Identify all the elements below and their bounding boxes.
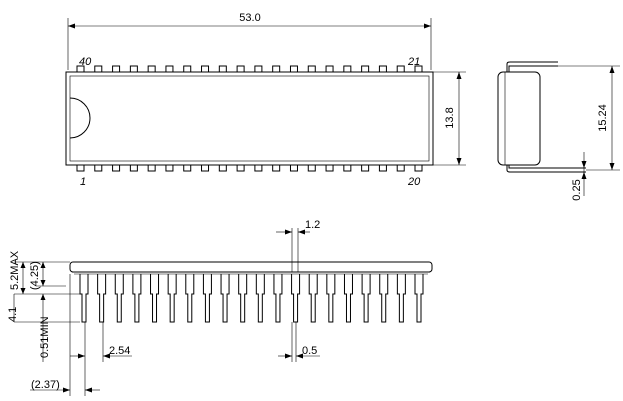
lead-tip-label: 0.5 (302, 345, 317, 357)
pin-label-20: 20 (407, 176, 421, 188)
body-height-label: (4.25) (29, 261, 41, 290)
bottom-pin (76, 164, 85, 172)
bottom-pin (129, 164, 138, 172)
side-lead (114, 274, 124, 323)
bottom-pin (147, 164, 156, 172)
top-pin (325, 65, 334, 73)
lead-top (506, 61, 558, 72)
side-lead (185, 274, 195, 323)
bottom-pin (378, 164, 387, 172)
pin-label-40: 40 (79, 56, 92, 68)
side-lead (79, 274, 89, 323)
lead-length-label: 4.1 (7, 307, 19, 322)
side-lead (343, 274, 353, 323)
top-pin (396, 65, 405, 73)
top-pin (361, 65, 370, 73)
top-pin (254, 65, 263, 73)
side-lead (97, 274, 107, 323)
end-view: 15.24 0.25 (497, 61, 620, 201)
top-pin (129, 65, 138, 73)
side-lead (167, 274, 177, 323)
top-pin-row (76, 65, 423, 73)
top-pin (236, 65, 245, 73)
bottom-pin (361, 164, 370, 172)
pin-label-21: 21 (407, 56, 420, 68)
top-view: 53.0 40 21 1 20 13.8 (65, 12, 466, 188)
top-pin (147, 65, 156, 73)
lead-thickness-label: 0.25 (571, 179, 583, 200)
side-lead (379, 274, 389, 323)
top-pin (201, 65, 210, 73)
bottom-pin (307, 164, 316, 172)
top-pin (94, 65, 103, 73)
bottom-pin (236, 164, 245, 172)
side-lead (291, 274, 301, 323)
package-body-side (69, 261, 433, 273)
lead-width-label: 1.2 (305, 219, 320, 231)
package-body-end (497, 71, 541, 166)
standoff-label: 0.51MIN (39, 316, 51, 358)
bottom-pin (289, 164, 298, 172)
width-dimension: 13.8 (433, 71, 466, 166)
side-lead (202, 274, 212, 323)
side-view: 1.2 5.2MAX (4.25) 4.1 0.51MIN 2.54 (7, 219, 433, 396)
bottom-pin (414, 164, 423, 172)
side-lead (361, 274, 371, 323)
bottom-pin (343, 164, 352, 172)
pin-label-1: 1 (80, 176, 86, 188)
bottom-pin (396, 164, 405, 172)
bottom-pin (218, 164, 227, 172)
package-body-top (65, 71, 434, 166)
side-lead (414, 274, 424, 323)
side-lead (220, 274, 230, 323)
side-lead (255, 274, 265, 323)
top-pin (378, 65, 387, 73)
top-pin (112, 65, 121, 73)
top-pin (307, 65, 316, 73)
top-pin (289, 65, 298, 73)
end-offset-label: (2.37) (31, 379, 60, 391)
side-lead (273, 274, 283, 323)
bottom-pin (201, 164, 210, 172)
top-pin (343, 65, 352, 73)
width-label: 13.8 (444, 107, 456, 128)
bottom-pin (325, 164, 334, 172)
bottom-pin (112, 164, 121, 172)
side-lead (150, 274, 160, 323)
length-dimension: 53.0 (67, 12, 432, 70)
side-lead (132, 274, 142, 323)
bottom-pin (254, 164, 263, 172)
bottom-pin-row (76, 164, 423, 172)
height-max-label: 5.2MAX (9, 250, 21, 290)
bottom-pin (272, 164, 281, 172)
bottom-pin (94, 164, 103, 172)
pin1-notch (69, 97, 91, 139)
side-lead-row (79, 274, 424, 323)
side-lead (396, 274, 406, 323)
side-lead (308, 274, 318, 323)
side-lead (238, 274, 248, 323)
length-label: 53.0 (239, 12, 260, 24)
row-spacing-label: 15.24 (597, 104, 609, 132)
top-pin (165, 65, 174, 73)
lead-bottom (506, 165, 586, 173)
side-lead (326, 274, 336, 323)
bottom-pin (183, 164, 192, 172)
pitch-label: 2.54 (109, 345, 130, 357)
top-pin (218, 65, 227, 73)
top-pin (183, 65, 192, 73)
top-pin (272, 65, 281, 73)
bottom-pin (165, 164, 174, 172)
